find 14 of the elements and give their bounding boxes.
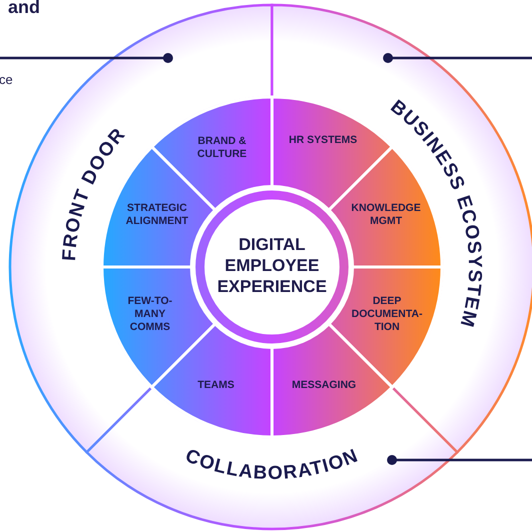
leader-line: [387, 455, 532, 465]
center-title: DIGITAL EMPLOYEE EXPERIENCE: [216, 234, 328, 296]
leader-line: [383, 53, 532, 63]
leader-line: [0, 53, 173, 63]
section-label: COLLABORATION: [182, 445, 362, 484]
segment-label: TEAMS: [198, 378, 234, 392]
segment-label: STRATEGIC ALIGNMENT: [124, 202, 190, 228]
segment-label: KNOWLEDGE MGMT: [350, 202, 422, 228]
segment-label: MESSAGING: [292, 378, 356, 392]
segment-label: FEW-TO-MANY COMMS: [126, 294, 174, 334]
segment-label: BRAND & CULTURE: [196, 135, 248, 161]
segment-label: DEEP DOCUMENTA-TION: [351, 294, 423, 334]
cut-off-text: and: [8, 0, 40, 18]
segment-label: HR SYSTEMS: [288, 134, 358, 146]
